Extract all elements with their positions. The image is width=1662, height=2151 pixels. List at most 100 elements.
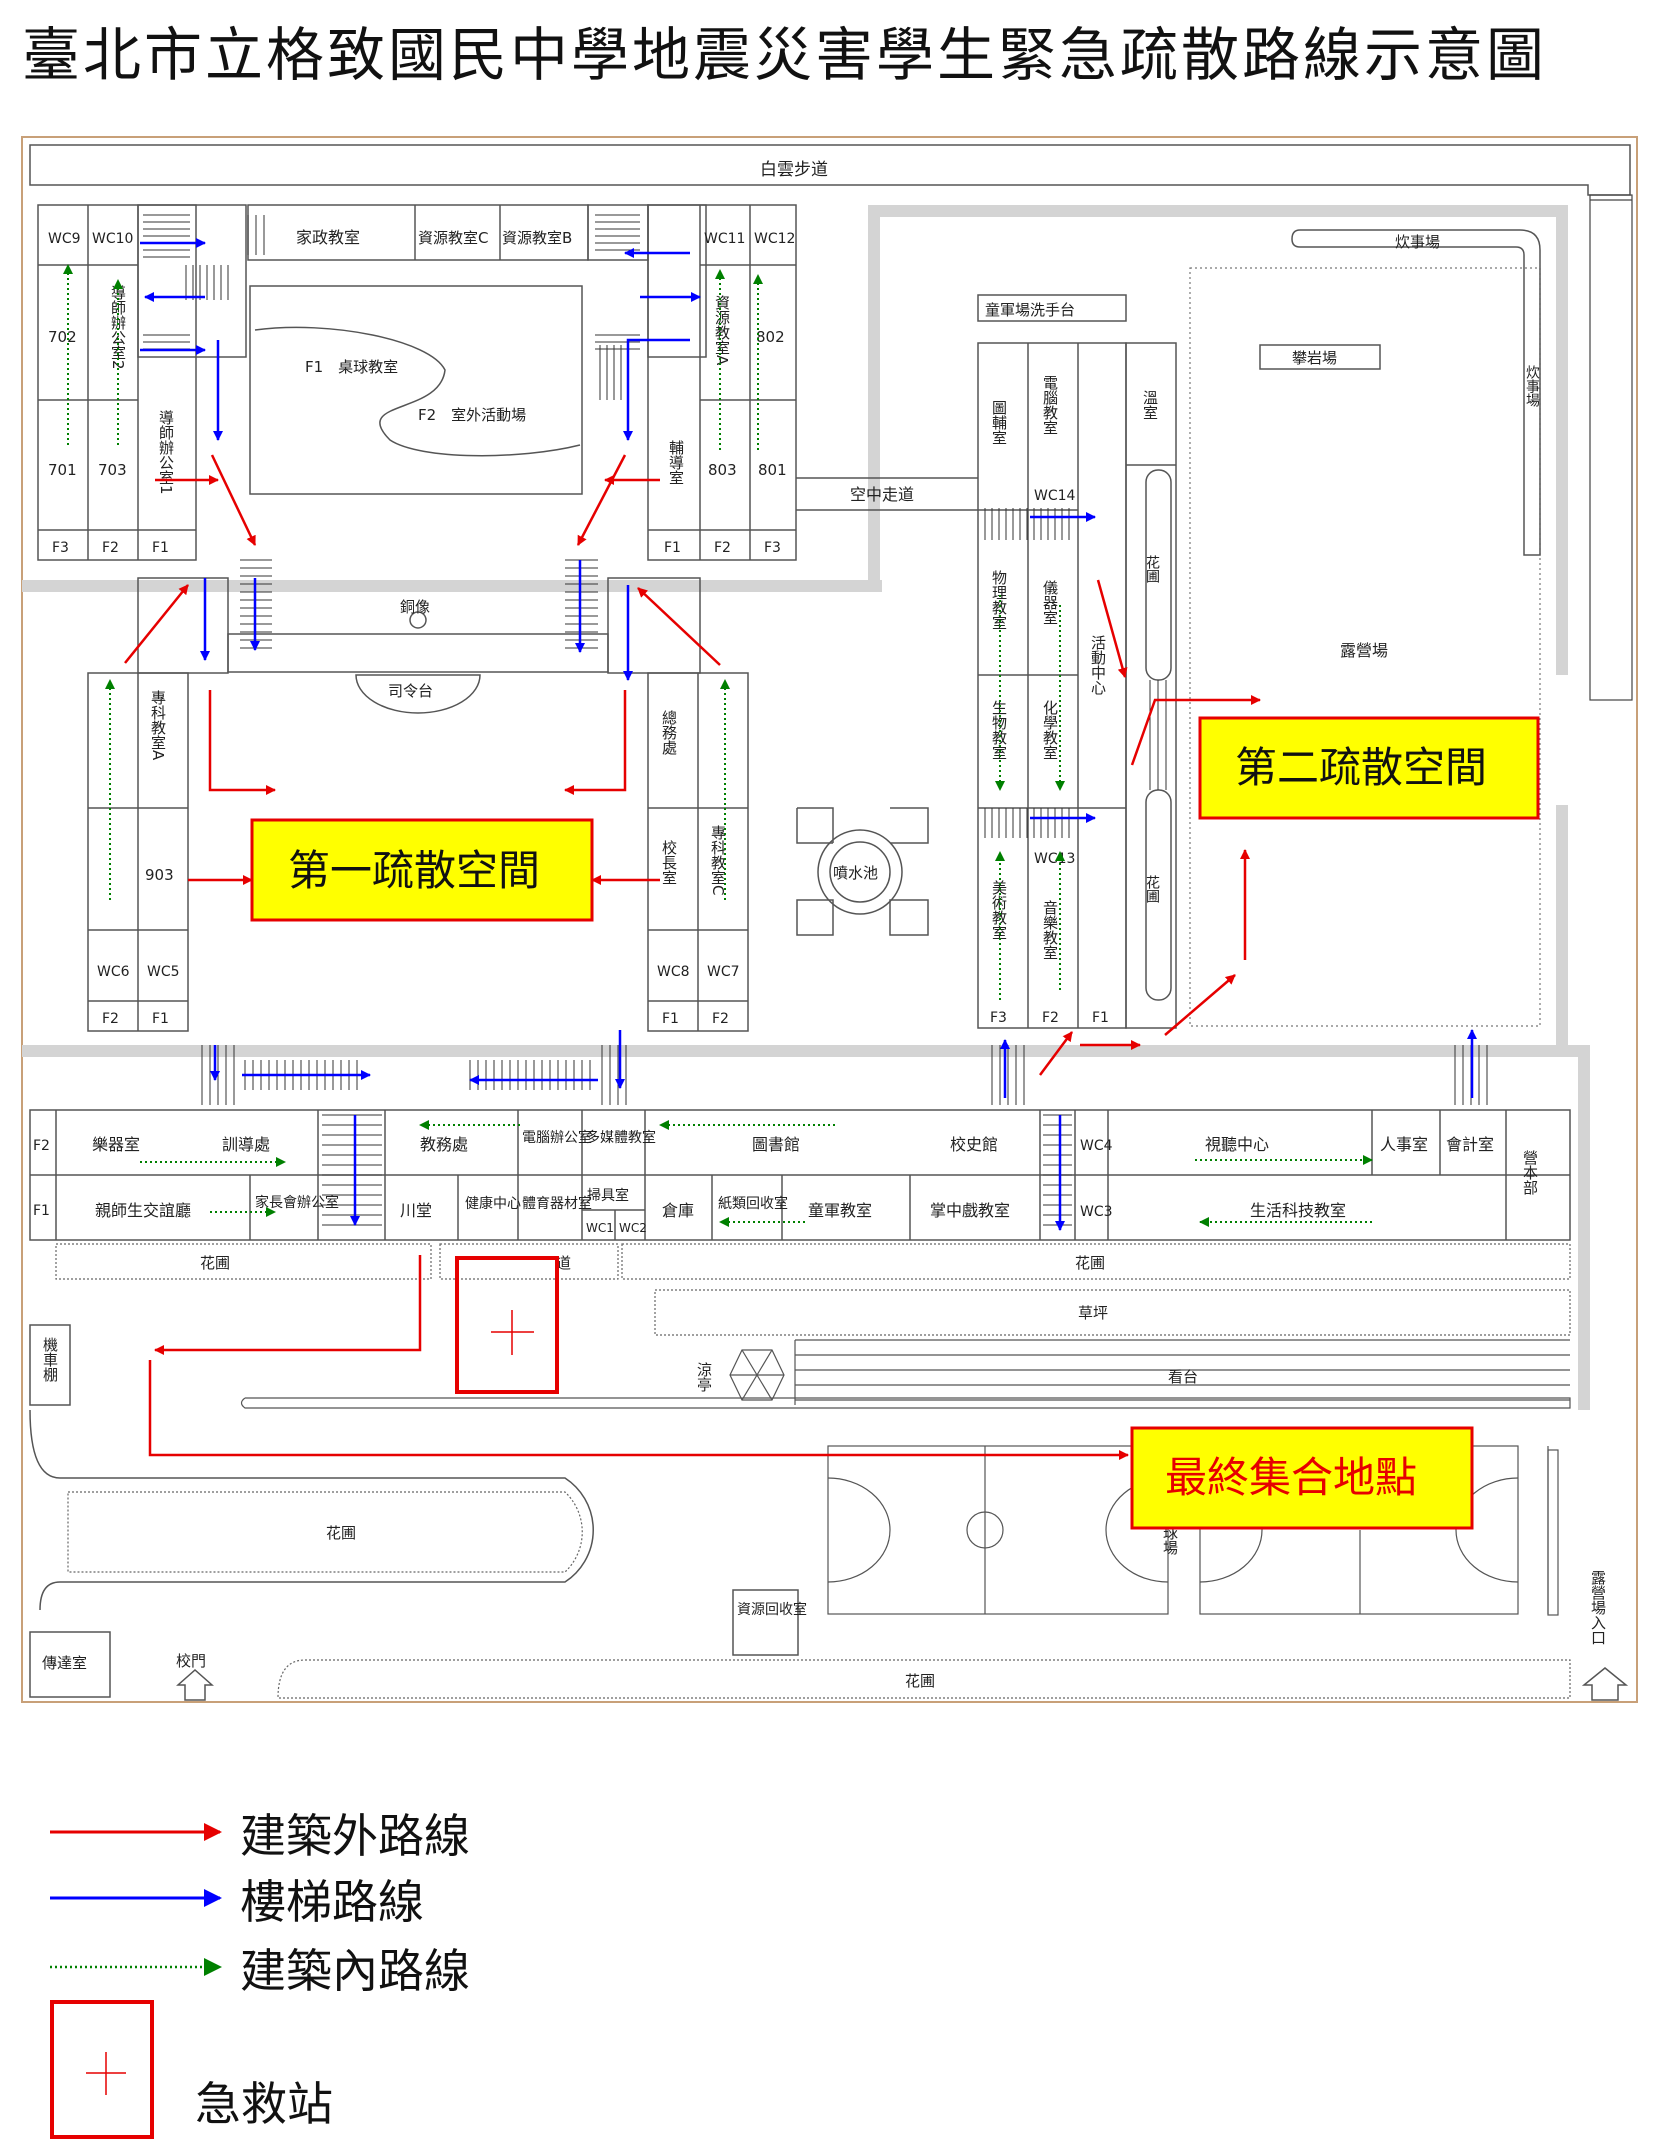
camp-label: 露營場 bbox=[1340, 641, 1388, 660]
wc5-label: WC5 bbox=[147, 964, 180, 980]
f2-south: F2 bbox=[33, 1138, 50, 1154]
health-label: 健康中心 bbox=[465, 1195, 521, 1212]
final-gathering-label: 最終集合地點 bbox=[1165, 1453, 1417, 1502]
music-label: 音樂教室 bbox=[1041, 900, 1059, 960]
page-title: 臺北市立格致國民中學地震災害學生緊急疏散路線示意圖 bbox=[22, 21, 1548, 89]
fountain-label: 噴水池 bbox=[833, 864, 878, 882]
fountain bbox=[796, 807, 929, 936]
f3-ne: F3 bbox=[764, 540, 781, 556]
home-ec-label: 家政教室 bbox=[296, 228, 360, 247]
second-evacuation-zone bbox=[1198, 716, 1540, 820]
wc2-label: WC2 bbox=[619, 1221, 647, 1235]
puppet-label: 掌中戲教室 bbox=[930, 1201, 1010, 1220]
history-label: 校史館 bbox=[950, 1135, 998, 1154]
stair-routes bbox=[140, 238, 1477, 1231]
pavilion-label: 涼亭 bbox=[695, 1362, 713, 1392]
parent-hall-label: 親師生交誼廳 bbox=[95, 1201, 191, 1220]
building-north-west bbox=[37, 204, 797, 561]
legend: 建築外路線 樓梯路線 建築內路線 急救站 bbox=[40, 1790, 740, 2150]
principal-label: 校長室 bbox=[660, 840, 678, 885]
scout-room-label: 童軍教室 bbox=[808, 1201, 872, 1220]
road-curve bbox=[29, 1409, 594, 1611]
f3-nw: F3 bbox=[52, 540, 69, 556]
garden-bottom-right bbox=[277, 1659, 1571, 1699]
wc1-label: WC1 bbox=[586, 1221, 614, 1235]
r701-label: 701 bbox=[48, 461, 77, 479]
legend-first-aid-cross bbox=[86, 2052, 126, 2095]
paper-recycle-label: 紙類回收室 bbox=[718, 1195, 788, 1212]
first-evacuation-label: 第一疏散空間 bbox=[288, 846, 540, 895]
stair-hatch-east bbox=[984, 508, 1167, 838]
f2-nw: F2 bbox=[102, 540, 119, 556]
stair-hatch-south bbox=[201, 1045, 1488, 1226]
f2-east: F2 bbox=[1042, 1010, 1059, 1026]
academic-label: 教務處 bbox=[420, 1135, 468, 1154]
subject-a-label: 專科教室A bbox=[149, 690, 167, 761]
wc10-label: WC10 bbox=[92, 231, 133, 247]
r703-label: 703 bbox=[98, 461, 127, 479]
warehouse-label: 倉庫 bbox=[662, 1201, 694, 1220]
mentor2-label: 導師辦公室2 bbox=[109, 285, 127, 370]
legend-first-aid-label: 急救站 bbox=[195, 2077, 333, 2131]
res-b-label: 資源教室B bbox=[502, 229, 572, 247]
subject-c-label: 專科教室C bbox=[709, 825, 727, 895]
baiyun-trail bbox=[29, 144, 1631, 196]
garden-bottom-right-label: 花圃 bbox=[905, 1672, 935, 1690]
kitchen-label: 炊事場 bbox=[1395, 233, 1440, 251]
garden-east-2: 花圃 bbox=[1144, 875, 1160, 903]
pavilion bbox=[729, 1349, 785, 1401]
r903-label: 903 bbox=[145, 866, 174, 884]
f2-se: F2 bbox=[712, 1011, 729, 1027]
chuantang-label: 川堂 bbox=[400, 1201, 432, 1220]
right-edge-stairs bbox=[1589, 194, 1633, 701]
guard-label: 傳達室 bbox=[42, 1654, 87, 1672]
legend-graphics bbox=[50, 1823, 222, 2139]
camp-entrance-arrow-icon bbox=[1581, 1667, 1629, 1701]
garden-bottom-left bbox=[67, 1491, 583, 1573]
general-label: 總務處 bbox=[660, 709, 678, 756]
library-label: 圖書館 bbox=[752, 1135, 800, 1154]
personnel-label: 人事室 bbox=[1380, 1135, 1428, 1154]
wc14-label: WC14 bbox=[1034, 488, 1076, 504]
camp-entrance-label: 露營場入口 bbox=[1589, 1570, 1607, 1645]
instrument-label: 儀器室 bbox=[1041, 579, 1059, 625]
garden-east-1: 花圃 bbox=[1144, 555, 1160, 583]
motorcycle-shed bbox=[29, 1324, 71, 1406]
ball-field-label: 球場 bbox=[1161, 1525, 1179, 1555]
second-evacuation-label: 第二疏散空間 bbox=[1235, 743, 1487, 792]
garden-bottom-label: 花圃 bbox=[326, 1524, 356, 1542]
res-a-label: 資源教室A bbox=[713, 295, 731, 366]
kitchen-path bbox=[1291, 229, 1541, 556]
f2-activity-label: F2 室外活動場 bbox=[418, 406, 526, 424]
chemistry-label: 化學教室 bbox=[1041, 700, 1059, 760]
flowerbed-label-1: 花圃 bbox=[200, 1254, 230, 1272]
stands-label: 看台 bbox=[1168, 1368, 1198, 1386]
accounting-label: 會計室 bbox=[1446, 1135, 1494, 1154]
recycle-label: 資源回收室 bbox=[737, 1601, 807, 1618]
first-aid-station bbox=[455, 1256, 559, 1394]
counsel-label: 輔導室 bbox=[667, 440, 685, 485]
computer-office-label: 電腦辦公室 bbox=[522, 1129, 592, 1146]
r801-label: 801 bbox=[758, 461, 787, 479]
kitchen-label-vertical: 炊事場 bbox=[1524, 365, 1540, 407]
evacuation-map: 白雲步道 WC9 WC10 家政教室 資 bbox=[21, 136, 1638, 1703]
road-label: 道 bbox=[556, 1254, 571, 1272]
entrance-post bbox=[1547, 1449, 1559, 1616]
mentor1-label: 導師辦公室1 bbox=[157, 410, 175, 495]
guard-room bbox=[29, 1631, 111, 1698]
scout-wash bbox=[977, 294, 1127, 322]
building-middle bbox=[87, 577, 749, 1032]
wc13-label: WC13 bbox=[1034, 851, 1075, 867]
building-south bbox=[29, 1109, 1571, 1241]
activity-center-label: 活動中心 bbox=[1089, 635, 1107, 695]
av-center-label: 視聽中心 bbox=[1205, 1135, 1269, 1154]
wc12-label: WC12 bbox=[754, 231, 795, 247]
outdoor-routes bbox=[124, 454, 1261, 1460]
res-c-label: 資源教室C bbox=[418, 229, 488, 247]
first-evacuation-zone bbox=[250, 818, 594, 922]
climbing-label: 攀岩場 bbox=[1292, 349, 1337, 367]
f1-pingpong-label: F1 桌球教室 bbox=[305, 358, 398, 376]
f1-ne: F1 bbox=[664, 540, 681, 556]
computer-label: 電腦教室 bbox=[1041, 375, 1059, 435]
skybridge-label: 空中走道 bbox=[850, 485, 914, 504]
